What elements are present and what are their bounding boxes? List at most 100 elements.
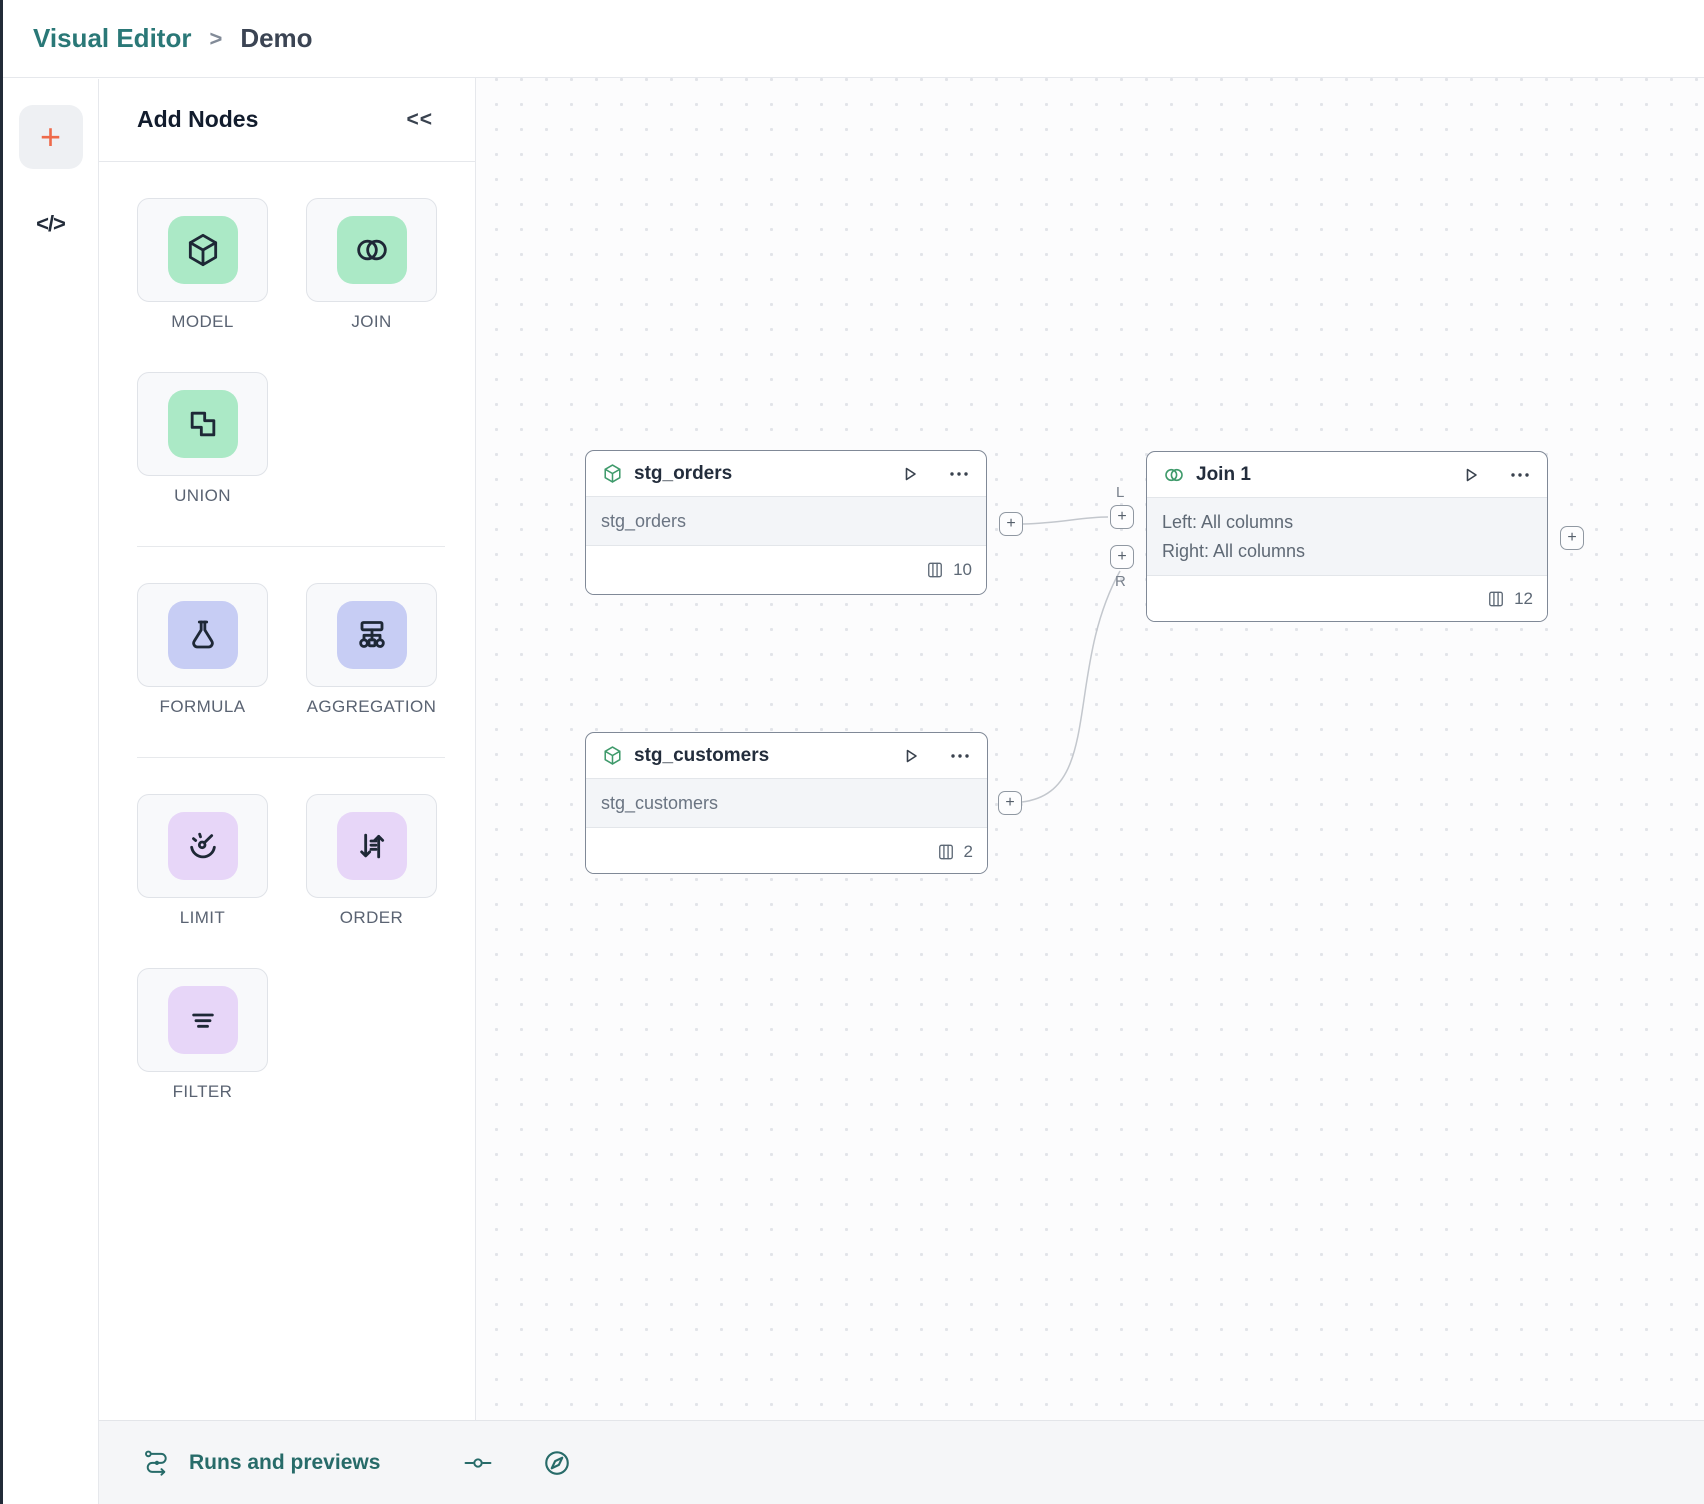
- cube-icon: [168, 216, 238, 284]
- edge-orders-to-join-left: [1023, 517, 1108, 524]
- code-icon: </>: [36, 211, 65, 236]
- column-count: 10: [953, 560, 972, 580]
- compass-button[interactable]: [542, 1448, 572, 1478]
- node-type-label: UNION: [174, 486, 231, 506]
- node-footer: 12: [1147, 576, 1547, 621]
- node-type-label: JOIN: [351, 312, 391, 332]
- port-join-right-input[interactable]: +: [1110, 545, 1134, 569]
- port-label-left: L: [1116, 484, 1124, 501]
- runs-and-previews-label: Runs and previews: [189, 1451, 380, 1475]
- breadcrumb-separator: >: [209, 26, 222, 52]
- port-join-output[interactable]: +: [1560, 526, 1584, 550]
- node-type-row: MODEL JOIN: [137, 198, 475, 332]
- node-type-union[interactable]: UNION: [137, 372, 268, 506]
- cube-icon: [601, 744, 624, 767]
- collapse-panel-button[interactable]: <<: [406, 108, 433, 132]
- node-type-join[interactable]: JOIN: [306, 198, 437, 332]
- node-header: stg_customers: [586, 733, 987, 778]
- panel-divider: [137, 757, 445, 758]
- node-type-label: FILTER: [173, 1082, 233, 1102]
- flask-icon: [168, 601, 238, 669]
- more-options-button[interactable]: [947, 462, 971, 486]
- node-type-model[interactable]: MODEL: [137, 198, 268, 332]
- node-type-row: FILTER: [137, 968, 475, 1102]
- topbar: Visual Editor > Demo: [3, 0, 1704, 78]
- runs-icon: [141, 1448, 175, 1478]
- commit-node-button[interactable]: [462, 1450, 494, 1476]
- add-node-button[interactable]: +: [19, 105, 83, 169]
- run-node-button[interactable]: [898, 462, 922, 486]
- node-title: stg_customers: [634, 745, 769, 767]
- node-type-card: [137, 372, 268, 476]
- join-right-config: Right: All columns: [1162, 537, 1532, 566]
- bottom-bar: Runs and previews: [99, 1420, 1704, 1504]
- node-type-card: [137, 198, 268, 302]
- cube-icon: [601, 462, 624, 485]
- runs-and-previews-button[interactable]: Runs and previews: [141, 1448, 380, 1478]
- node-footer: 2: [586, 828, 987, 874]
- gauge-icon: [168, 812, 238, 880]
- node-type-label: FORMULA: [160, 697, 246, 717]
- node-type-aggregation[interactable]: AGGREGATION: [306, 583, 437, 717]
- node-type-card: [306, 583, 437, 687]
- edge-customers-to-join-right: [1022, 571, 1120, 802]
- panel-divider: [137, 546, 445, 547]
- node-type-order[interactable]: ORDER: [306, 794, 437, 928]
- node-type-limit[interactable]: LIMIT: [137, 794, 268, 928]
- node-type-row: FORMULA A: [137, 583, 475, 717]
- node-type-card: [137, 583, 268, 687]
- filter-lines-icon: [168, 986, 238, 1054]
- add-nodes-panel: Add Nodes << MODEL: [99, 78, 476, 1420]
- left-rail: + </>: [3, 79, 99, 1504]
- node-type-row: UNION: [137, 372, 475, 506]
- node-title: Join 1: [1196, 464, 1251, 486]
- node-type-label: AGGREGATION: [307, 697, 437, 717]
- port-join-left-input[interactable]: +: [1110, 505, 1134, 529]
- panel-title: Add Nodes: [137, 106, 258, 133]
- node-type-card: [137, 968, 268, 1072]
- node-type-card: [306, 198, 437, 302]
- node-source-name: stg_customers: [586, 778, 987, 828]
- more-options-button[interactable]: [1508, 463, 1532, 487]
- column-count: 12: [1514, 589, 1533, 609]
- hierarchy-icon: [337, 601, 407, 669]
- panel-body: MODEL JOIN: [99, 162, 475, 1102]
- node-type-label: LIMIT: [180, 908, 225, 928]
- node-type-label: ORDER: [340, 908, 403, 928]
- more-options-button[interactable]: [948, 744, 972, 768]
- node-source-name: stg_orders: [586, 496, 986, 546]
- node-type-row: LIMIT ORDER: [137, 794, 475, 928]
- canvas[interactable]: stg_orders stg_orders 10: [476, 78, 1704, 1420]
- node-title: stg_orders: [634, 463, 732, 485]
- port-stg-customers-output[interactable]: +: [998, 791, 1022, 815]
- code-view-button[interactable]: </>: [36, 211, 65, 237]
- column-count: 2: [964, 842, 973, 862]
- join-left-config: Left: All columns: [1162, 508, 1532, 537]
- port-label-right: R: [1115, 573, 1126, 590]
- node-header: Join 1: [1147, 452, 1547, 497]
- node-header: stg_orders: [586, 451, 986, 496]
- breadcrumb-app-link[interactable]: Visual Editor: [33, 23, 191, 54]
- node-type-card: [306, 794, 437, 898]
- node-type-formula[interactable]: FORMULA: [137, 583, 268, 717]
- add-nodes-header: Add Nodes <<: [99, 78, 475, 162]
- columns-icon: [1486, 589, 1506, 609]
- node-type-card: [137, 794, 268, 898]
- overlapping-squares-icon: [168, 390, 238, 458]
- run-node-button[interactable]: [1459, 463, 1483, 487]
- node-type-filter[interactable]: FILTER: [137, 968, 268, 1102]
- node-stg-customers[interactable]: stg_customers stg_customers 2: [585, 732, 988, 874]
- plus-icon: +: [40, 119, 61, 155]
- node-join-1[interactable]: Join 1 Left: All columns Right: All colu…: [1146, 451, 1548, 622]
- node-type-label: MODEL: [171, 312, 233, 332]
- columns-icon: [936, 842, 956, 862]
- join-circles-icon: [1162, 463, 1186, 487]
- left-edge-bar: [0, 0, 3, 1504]
- node-stg-orders[interactable]: stg_orders stg_orders 10: [585, 450, 987, 595]
- run-node-button[interactable]: [899, 744, 923, 768]
- node-footer: 10: [586, 546, 986, 594]
- port-stg-orders-output[interactable]: +: [999, 512, 1023, 536]
- columns-icon: [925, 560, 945, 580]
- sort-arrows-icon: [337, 812, 407, 880]
